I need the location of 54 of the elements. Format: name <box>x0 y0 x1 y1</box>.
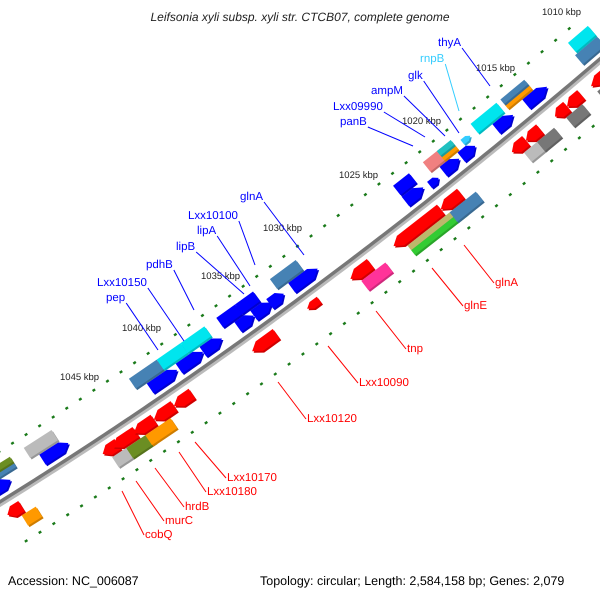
leader-line <box>423 80 460 134</box>
gene-label: Lxx10180 <box>207 486 257 499</box>
leader-line <box>383 112 426 138</box>
leader-line <box>367 126 414 146</box>
leader-line <box>136 480 164 522</box>
gene-label: thyA <box>438 37 462 50</box>
gene-label: pdhB <box>146 259 173 272</box>
gene-label: glnE <box>464 300 488 313</box>
gene-label: tnp <box>407 343 423 356</box>
scale-label: 1035 kbp <box>201 270 240 283</box>
leader-line <box>264 202 304 256</box>
gene-label: glnA <box>240 191 264 204</box>
leader-line <box>278 382 306 420</box>
gene-label: pep <box>106 292 126 305</box>
gene-label: cobQ <box>145 529 172 542</box>
leader-line <box>328 346 358 384</box>
gene-label: lipB <box>176 241 196 254</box>
accession-text: Accession: NC_006087 <box>8 575 139 588</box>
gene-label: Lxx10170 <box>227 472 277 485</box>
gene-label: glnA <box>495 277 518 290</box>
leader-line <box>178 452 206 492</box>
leader-line <box>173 270 194 310</box>
leader-line <box>444 64 460 112</box>
scale-label: 1045 kbp <box>60 371 100 384</box>
leader-line <box>464 244 494 284</box>
gene-label: ampM <box>371 85 403 98</box>
gene-label: Lxx10150 <box>97 277 147 290</box>
leader-line <box>376 310 406 350</box>
gene-label: hrdB <box>185 501 210 514</box>
leader-line <box>147 288 184 342</box>
leader-line <box>216 236 250 286</box>
gene-label: rnpB <box>420 53 444 66</box>
scale-label: 1010 kbp <box>542 6 582 19</box>
leader-line <box>194 442 226 478</box>
genome-info-text: Topology: circular; Length: 2,584,158 bp; Genes: 2,079 <box>260 575 564 588</box>
gene-label: Lxx10090 <box>359 377 409 390</box>
leader-line <box>238 220 256 266</box>
leader-line <box>154 468 184 508</box>
title: Leifsonia xyli subsp. xyli str. CTCB07, complete genome <box>150 11 450 24</box>
leader-line <box>122 490 144 536</box>
gene-label: Lxx10120 <box>307 413 357 426</box>
gene-label: panB <box>340 116 367 129</box>
scale-label: 1030 kbp <box>263 222 302 235</box>
gene-label: Lxx10100 <box>188 210 238 223</box>
leader-line <box>432 268 464 306</box>
gene-label: lipA <box>197 225 216 238</box>
gene-label: Lxx09990 <box>333 101 383 114</box>
gene-label: murC <box>165 515 194 528</box>
leader-line <box>126 302 158 350</box>
scale-label: 1040 kbp <box>122 322 162 335</box>
gene-label: glk <box>408 70 423 83</box>
scale-label: 1025 kbp <box>339 169 378 182</box>
leader-line <box>403 96 446 136</box>
leader-line <box>196 252 244 294</box>
